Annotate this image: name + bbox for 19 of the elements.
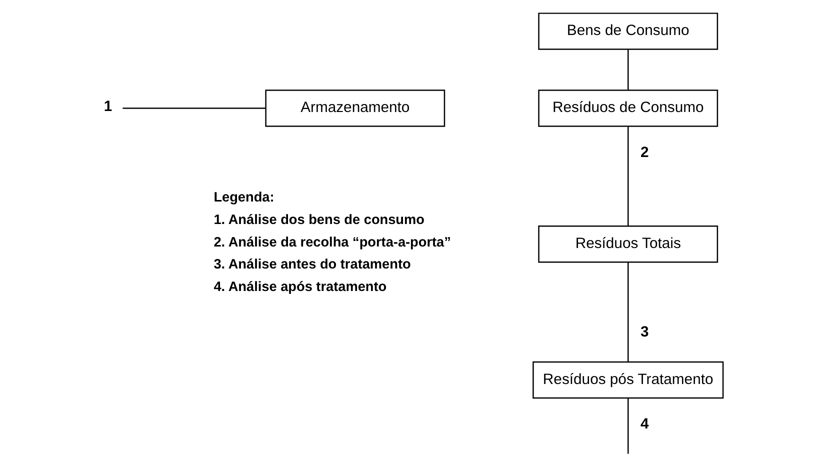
node-box: Resíduos de Consumo <box>538 90 718 127</box>
edge-label: 2 <box>640 144 648 161</box>
label: 3. Análise antes do tratamento <box>213 256 410 272</box>
connector <box>122 108 266 109</box>
label: 2. Análise da recolha “porta-a-porta” <box>213 234 450 250</box>
node-box: Bens de Consumo <box>538 12 718 50</box>
node-text: 1 <box>103 98 112 115</box>
node-box: Resíduos Totais <box>538 226 718 263</box>
label: Legenda: <box>213 190 274 205</box>
connector <box>627 398 628 454</box>
label: 1. Análise dos bens de consumo <box>213 212 424 227</box>
node-box: Armazenamento <box>264 90 445 127</box>
node-box: Resíduos pós Tratamento <box>532 361 724 399</box>
edge-label: 3 <box>640 324 648 341</box>
connector <box>627 262 628 362</box>
connector <box>627 49 628 90</box>
edge-label: 4 <box>640 416 648 432</box>
label: 4. Análise após tratamento <box>213 279 386 294</box>
connector <box>627 126 628 226</box>
